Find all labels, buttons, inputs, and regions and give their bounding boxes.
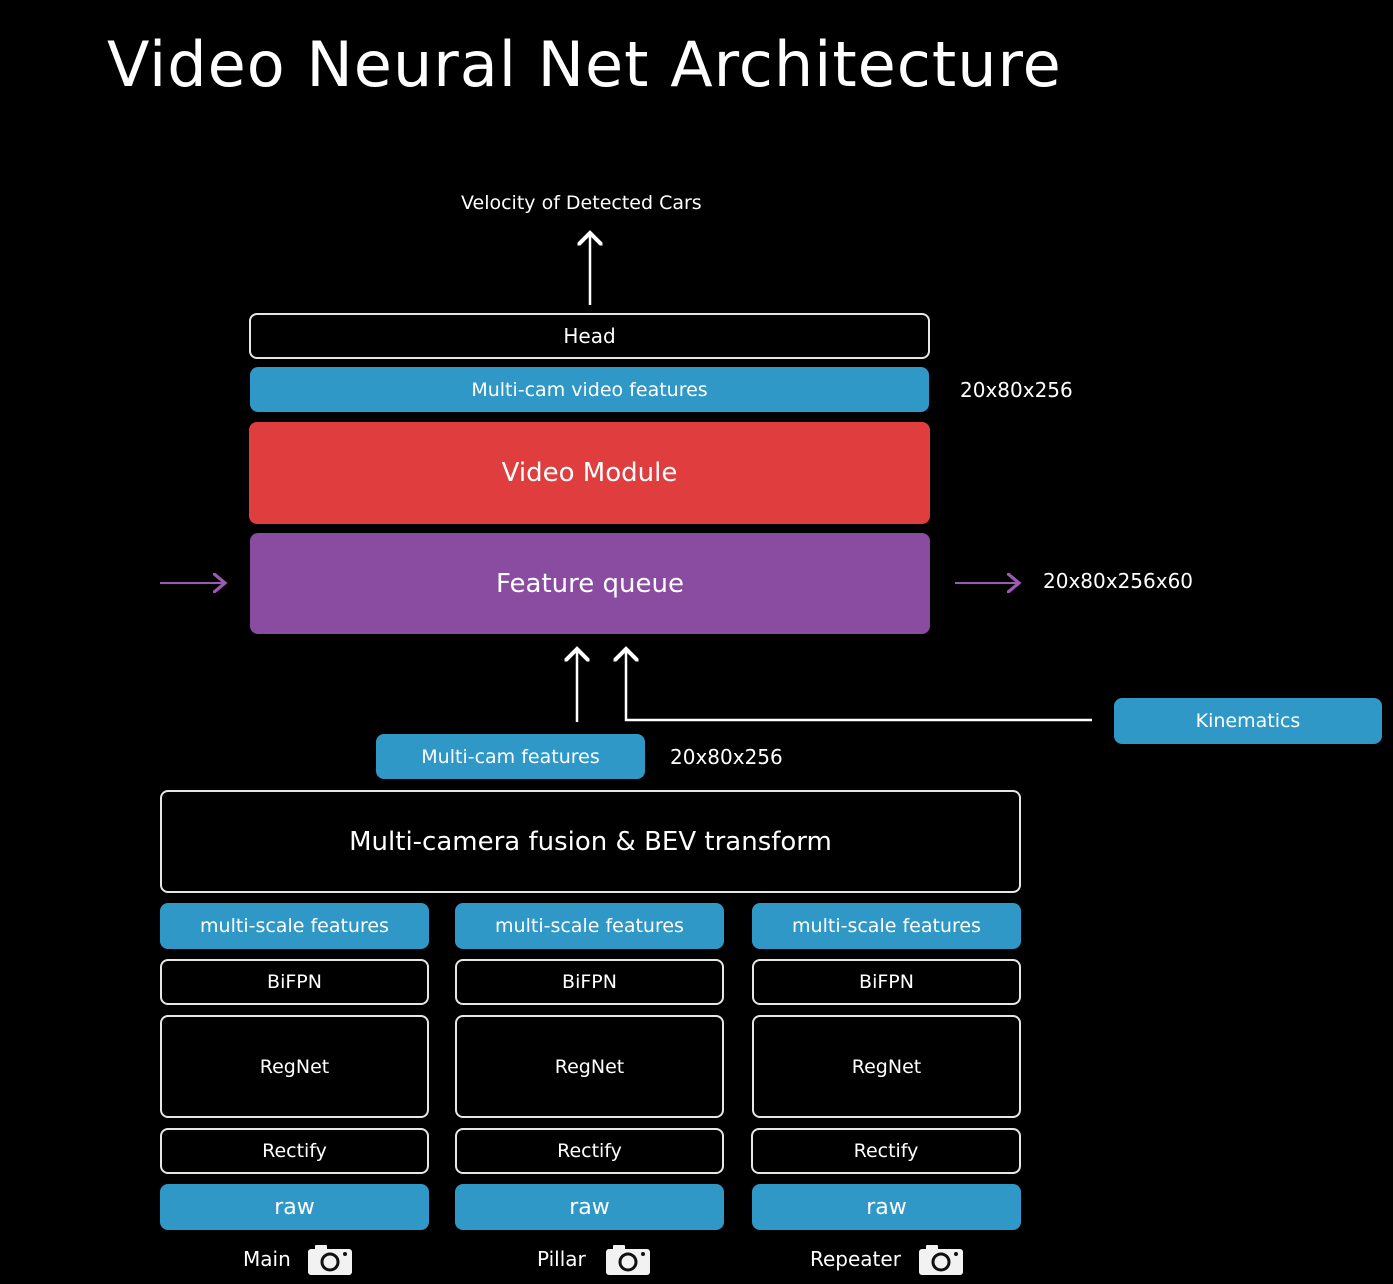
rectify-label: Rectify	[557, 1140, 622, 1162]
raw-label: raw	[569, 1194, 610, 1220]
fusion-block: Multi-camera fusion & BEV transform	[160, 790, 1021, 893]
camera-icon	[606, 1245, 650, 1275]
video-features-dim: 20x80x256	[960, 378, 1073, 402]
raw-block-main: raw	[160, 1184, 429, 1230]
multiscale-label: multi-scale features	[200, 915, 389, 937]
head-block: Head	[249, 313, 930, 359]
kinematics-label: Kinematics	[1195, 710, 1301, 732]
camera-icon	[919, 1245, 963, 1275]
video-features-label: Multi-cam video features	[471, 378, 708, 401]
fusion-label: Multi-camera fusion & BEV transform	[349, 826, 832, 857]
raw-block-pillar: raw	[455, 1184, 724, 1230]
regnet-label: RegNet	[554, 1055, 625, 1078]
output-label: Velocity of Detected Cars	[461, 192, 702, 214]
feature-queue-block: Feature queue	[250, 533, 930, 634]
regnet-label: RegNet	[259, 1055, 330, 1078]
kinematics-block: Kinematics	[1114, 698, 1382, 744]
camera-icon	[308, 1245, 352, 1275]
multicam-features-dim: 20x80x256	[670, 745, 783, 769]
video-features-block: Multi-cam video features	[250, 367, 929, 412]
multiscale-block-main: multi-scale features	[160, 903, 429, 949]
bifpn-block-main: BiFPN	[160, 959, 429, 1005]
rectify-label: Rectify	[853, 1140, 919, 1162]
camera-label-pillar: Pillar	[537, 1247, 586, 1271]
rectify-label: Rectify	[262, 1140, 327, 1162]
bifpn-label: BiFPN	[562, 971, 617, 993]
regnet-block-main: RegNet	[160, 1015, 429, 1118]
raw-label: raw	[866, 1194, 907, 1220]
multicam-features-label: Multi-cam features	[421, 745, 600, 768]
rectify-block-repeater: Rectify	[751, 1128, 1021, 1174]
raw-label: raw	[274, 1194, 315, 1220]
page-title: Video Neural Net Architecture	[107, 28, 1062, 101]
multicam-features-block: Multi-cam features	[376, 734, 645, 779]
raw-block-repeater: raw	[752, 1184, 1021, 1230]
rectify-block-pillar: Rectify	[455, 1128, 724, 1174]
kinematics-to-queue-arrow	[626, 649, 1092, 722]
bifpn-label: BiFPN	[859, 971, 914, 993]
video-module-block: Video Module	[249, 422, 930, 524]
regnet-label: RegNet	[851, 1055, 922, 1078]
camera-label-main: Main	[243, 1247, 291, 1271]
regnet-block-repeater: RegNet	[752, 1015, 1021, 1118]
bifpn-block-repeater: BiFPN	[752, 959, 1021, 1005]
rectify-block-main: Rectify	[160, 1128, 429, 1174]
feature-queue-dim: 20x80x256x60	[1043, 569, 1194, 593]
multiscale-label: multi-scale features	[495, 915, 684, 937]
multiscale-block-pillar: multi-scale features	[455, 903, 724, 949]
regnet-block-pillar: RegNet	[455, 1015, 724, 1118]
camera-label-repeater: Repeater	[810, 1247, 901, 1271]
multiscale-block-repeater: multi-scale features	[752, 903, 1021, 949]
feature-queue-label: Feature queue	[496, 568, 684, 599]
head-label: Head	[563, 324, 616, 348]
multiscale-label: multi-scale features	[792, 915, 981, 937]
video-module-label: Video Module	[501, 458, 678, 488]
bifpn-label: BiFPN	[267, 971, 322, 993]
bifpn-block-pillar: BiFPN	[455, 959, 724, 1005]
